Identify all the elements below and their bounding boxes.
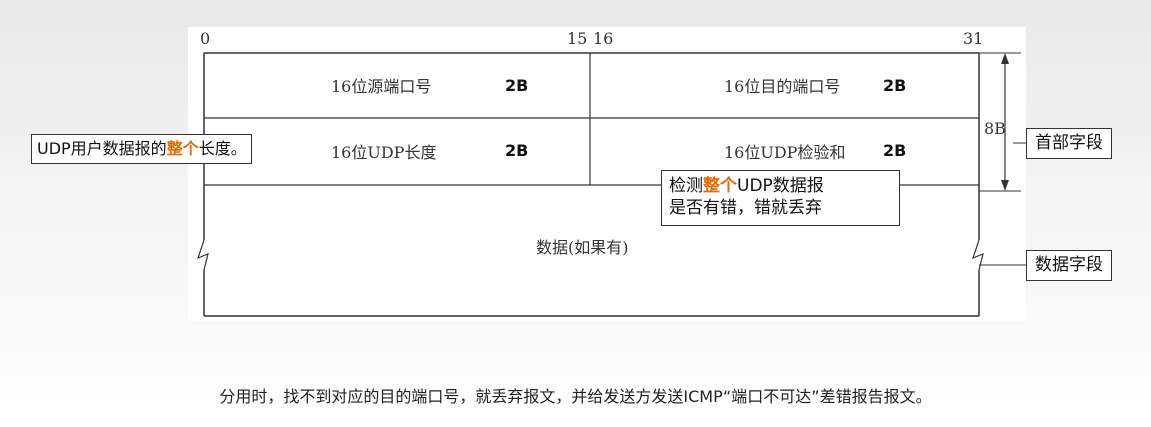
bit-label-31: 31 [963, 29, 984, 48]
arrow-head-down [1001, 180, 1009, 191]
checksum-note-highlight: 整个 [703, 176, 737, 196]
field-data: 数据(如果有) [536, 238, 629, 257]
arrow-head-up [1001, 53, 1009, 64]
field-source-port: 16位源端口号 [331, 77, 432, 96]
length-note-suffix: 长度。 [198, 139, 247, 158]
field-dest-port: 16位目的端口号 [724, 77, 841, 96]
bit-label-0: 0 [200, 29, 211, 48]
field-size-checksum: 2B [883, 141, 907, 160]
checksum-note: 检测整个UDP数据报 是否有错，错就丢弃 [661, 170, 900, 226]
udp-length-note: UDP用户数据报的整个长度。 [31, 134, 252, 164]
bit-label-16: 16 [593, 29, 614, 48]
field-size-length: 2B [505, 141, 529, 160]
left-break-mark [197, 239, 209, 271]
field-size-source-port: 2B [505, 76, 529, 95]
field-udp-checksum: 16位UDP检验和 [724, 143, 846, 162]
length-note-highlight: 整个 [166, 139, 199, 158]
footer-note: 分用时，找不到对应的目的端口号，就丢弃报文，并给发送方发送ICMP“端口不可达”… [219, 387, 932, 406]
right-break-mark [972, 239, 984, 271]
data-field-label: 数据字段 [1026, 250, 1112, 281]
field-size-dest-port: 2B [883, 76, 907, 95]
field-udp-length: 16位UDP长度 [331, 143, 437, 162]
length-note-prefix: UDP用户数据报的 [37, 139, 167, 158]
checksum-note-prefix: 检测 [669, 176, 703, 196]
bit-label-15: 15 [567, 29, 588, 48]
header-field-label: 首部字段 [1026, 128, 1112, 159]
checksum-note-line1: 检测整个UDP数据报 [669, 175, 893, 197]
checksum-note-line2: 是否有错，错就丢弃 [669, 198, 822, 218]
header-size-label: 8B [984, 119, 1006, 138]
checksum-note-suffix: UDP数据报 [737, 176, 824, 196]
